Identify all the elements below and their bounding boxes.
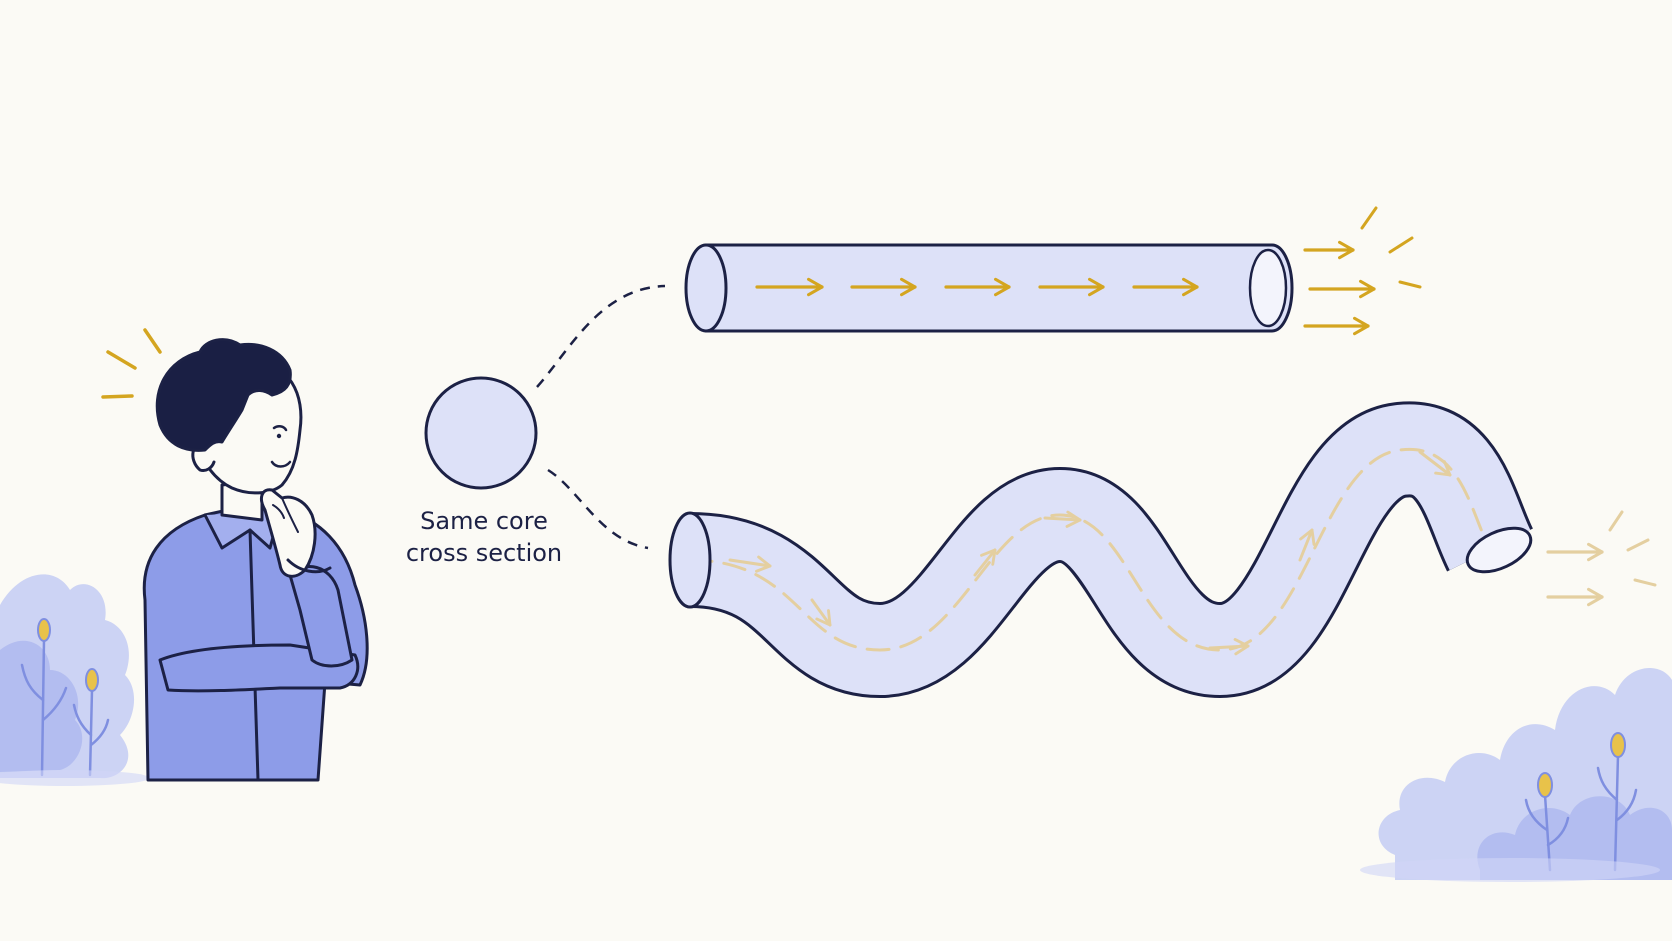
caption-line-1: Same core	[420, 507, 548, 535]
shrub-left-icon	[0, 574, 150, 786]
person-thinking-icon	[101, 328, 369, 782]
sparkle-icon	[1360, 206, 1422, 289]
sparkle-faded-icon	[1608, 510, 1657, 587]
shrub-right-icon	[1360, 668, 1672, 882]
bent-fiber-icon	[668, 401, 1534, 698]
caption-line-2: cross section	[405, 539, 563, 567]
connector-to-straight-fiber	[536, 284, 666, 388]
connector-to-bent-fiber	[547, 468, 649, 550]
cross-section-caption: Same core cross section	[374, 505, 594, 569]
straight-fiber-icon	[684, 243, 1294, 333]
cross-section-circle-icon	[424, 376, 538, 490]
bent-fiber-output-arrows	[1546, 510, 1657, 607]
straight-fiber-output-arrows	[1303, 206, 1422, 336]
